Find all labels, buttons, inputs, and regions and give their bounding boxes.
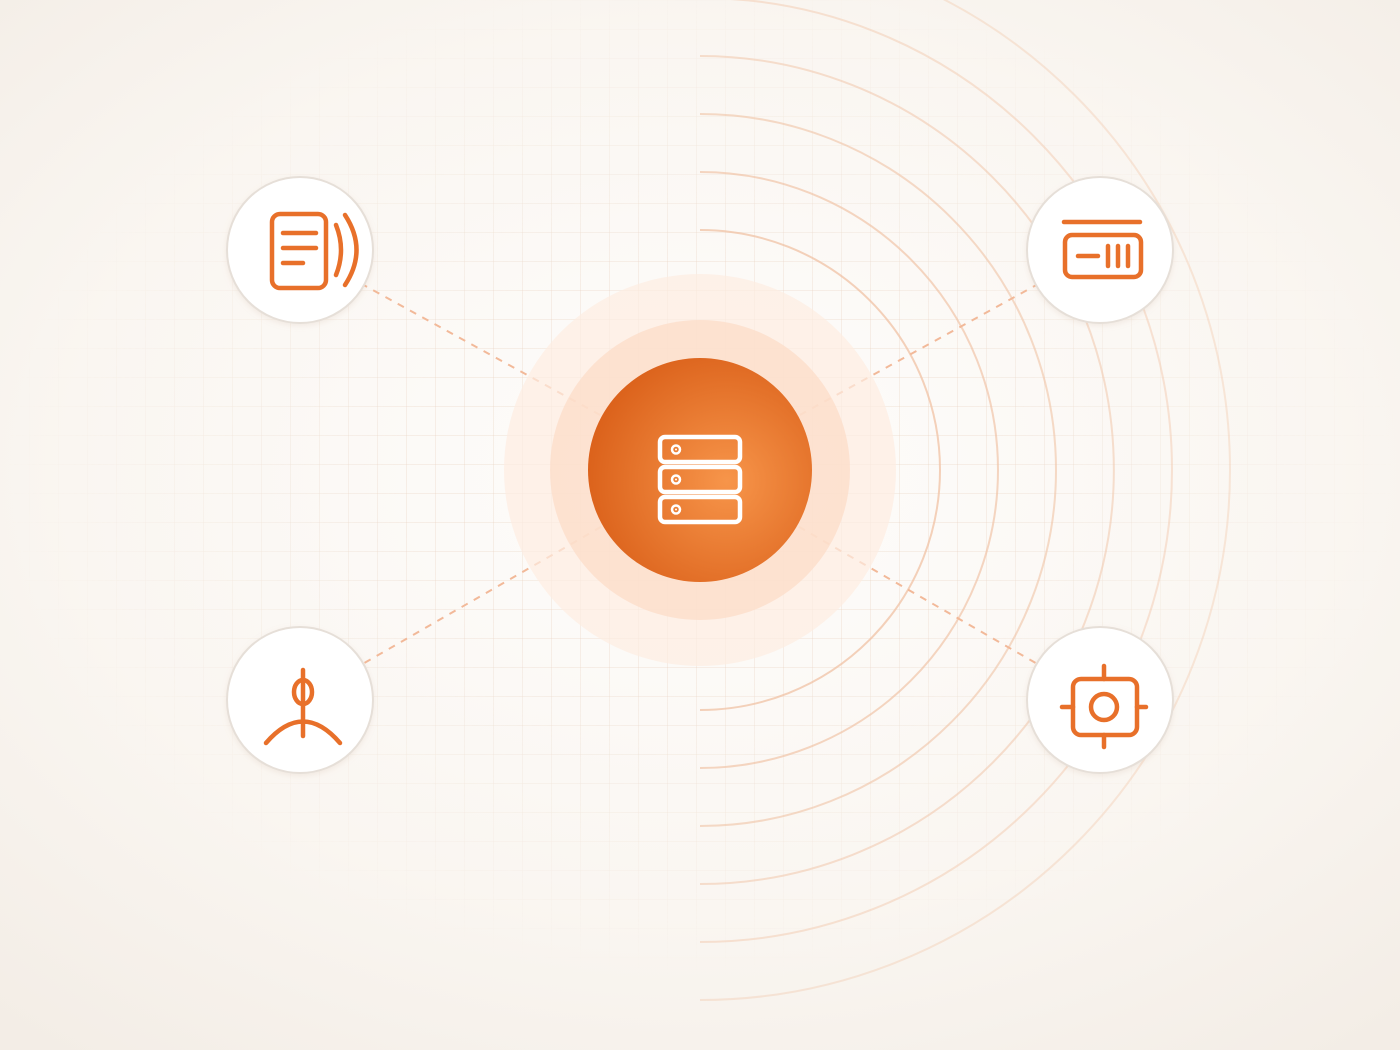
panel-bar-icon [1061,219,1144,280]
signal-arc [699,55,1115,885]
server-hub[interactable] [588,358,812,582]
server-hub-circle[interactable] [588,358,812,582]
node-target-crosshair[interactable] [1026,626,1174,774]
signal-arc [699,171,999,769]
antenna-dish-icon [263,667,343,746]
signal-arc [699,229,941,711]
server-stack-icon [657,434,743,525]
signal-arc [699,0,1231,1001]
target-crosshair-icon [1059,663,1149,750]
signal-arcs [699,0,1231,1001]
broadcast-document-icon [269,211,359,291]
node-antenna-dish[interactable] [226,626,374,774]
signal-arc [699,0,1173,943]
signal-arc [699,113,1057,827]
node-broadcast-document[interactable] [226,176,374,324]
node-panel-bar[interactable] [1026,176,1174,324]
